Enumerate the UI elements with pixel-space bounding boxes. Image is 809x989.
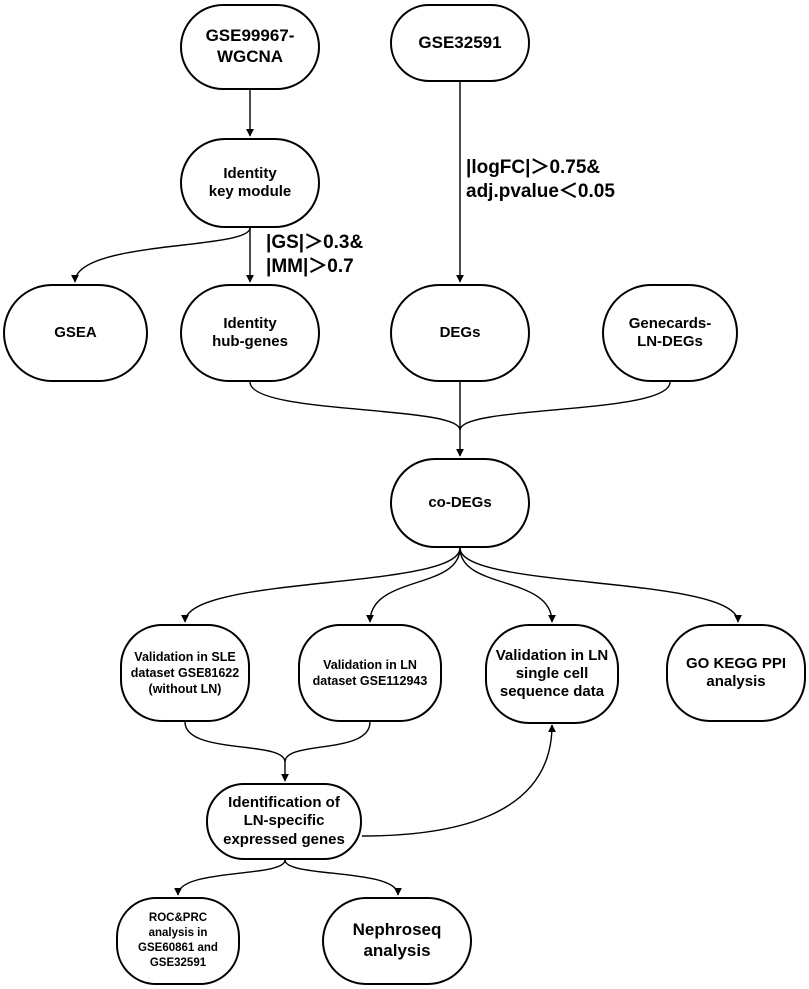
arrow-key-module-to-gsea (71, 227, 251, 283)
arrow-ln-specific-to-roc-prc (174, 859, 286, 896)
curve-genecards-to-merge (459, 381, 671, 431)
node-nephroseq: Nephroseq analysis (322, 897, 472, 985)
node-genecards-ln-degs: Genecards- LN-DEGs (602, 284, 738, 382)
label-logfc-threshold: |logFC|＞0.75& adj.pvalue＜0.05 (466, 157, 615, 202)
arrow-ln-specific-to-nephroseq (284, 859, 402, 896)
arrow-co-degs-to-val-sle (181, 547, 461, 623)
node-go-kegg-ppi: GO KEGG PPI analysis (666, 624, 806, 722)
arrow-co-degs-to-go-kegg (459, 547, 742, 623)
node-gsea: GSEA (3, 284, 148, 382)
node-degs: DEGs (390, 284, 530, 382)
arrow-co-degs-to-val-ln (366, 547, 461, 623)
node-roc-prc: ROC&PRC analysis in GSE60861 and GSE3259… (116, 897, 240, 985)
curve-val-sle-to-merge (184, 721, 286, 763)
curve-hub-genes-to-merge (249, 381, 461, 431)
node-gse99967-wgcna: GSE99967- WGCNA (180, 4, 320, 90)
node-co-degs: co-DEGs (390, 458, 530, 548)
node-identity-key-module: Identity key module (180, 138, 320, 228)
node-gse32591: GSE32591 (390, 4, 530, 82)
node-validation-single-cell: Validation in LN single cell sequence da… (485, 624, 619, 724)
label-gs-mm-threshold: |GS|＞0.3& |MM|＞0.7 (266, 232, 364, 277)
node-validation-ln: Validation in LN dataset GSE112943 (298, 624, 442, 722)
node-ln-specific-genes: Identification of LN-specific expressed … (206, 783, 362, 860)
curve-val-ln-to-merge (284, 721, 371, 763)
arrow-co-degs-to-val-single-cell (459, 547, 556, 623)
node-validation-sle: Validation in SLE dataset GSE81622 (with… (120, 624, 250, 722)
node-identity-hub-genes: Identity hub-genes (180, 284, 320, 382)
arrow-ln-specific-to-val-single-cell (361, 724, 556, 837)
